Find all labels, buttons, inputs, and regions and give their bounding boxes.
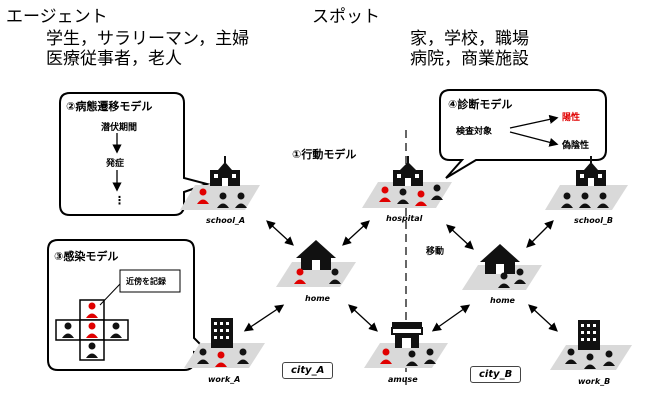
amuse-icon xyxy=(391,322,423,348)
spot-label-amuse: amuse xyxy=(388,375,418,384)
disease-model-title: ②病態遷移モデル xyxy=(66,100,153,113)
hospital-icon xyxy=(393,156,423,186)
spots-line1: 家，学校，職場 xyxy=(410,29,529,49)
grid-people xyxy=(62,302,122,358)
spot-people xyxy=(197,184,615,369)
school-a-icon xyxy=(210,156,240,186)
agents-line2: 医療従事者，老人 xyxy=(46,49,182,69)
city-a-box: city_A xyxy=(282,362,334,379)
work-b-icon xyxy=(578,320,600,350)
spots-title: スポット xyxy=(312,7,380,27)
spot-label-home-b: home xyxy=(490,296,515,305)
work-a-icon xyxy=(211,318,233,348)
latent-label: 潜伏期間 xyxy=(101,123,138,133)
spots-line2: 病院，商業施設 xyxy=(410,49,529,69)
agents-line1: 学生，サラリーマン，主婦 xyxy=(46,29,250,49)
school-b-icon xyxy=(576,156,606,186)
false-negative-label: 偽陰性 xyxy=(562,141,590,151)
behavior-model-label: ①行動モデル xyxy=(292,148,357,161)
home-a-icon xyxy=(296,240,336,270)
ellipsis-label: ⋮ xyxy=(114,194,125,207)
spot-label-school-b: school_B xyxy=(574,216,614,225)
diagnosis-model-title: ④診断モデル xyxy=(448,98,513,111)
movement-arrows xyxy=(243,220,558,332)
infection-model-title: ③感染モデル xyxy=(54,250,119,263)
spot-label-school-a: school_A xyxy=(206,216,246,225)
spot-label-work-a: work_A xyxy=(208,375,241,384)
spot-label-hospital: hospital xyxy=(386,214,423,223)
negative-arrow xyxy=(509,131,559,147)
spot-label-home-a: home xyxy=(305,294,330,303)
record-label: 近傍を記録 xyxy=(126,277,166,286)
agents-title: エージェント xyxy=(6,7,108,27)
record-pointer xyxy=(99,283,121,306)
diagnosis-model-bubble xyxy=(439,89,607,179)
infection-grid xyxy=(55,299,129,361)
city-b-box: city_B xyxy=(470,366,522,383)
move-label: 移動 xyxy=(426,247,445,257)
positive-label: 陽性 xyxy=(562,113,581,123)
record-box xyxy=(119,269,181,293)
spot-label-work-b: work_B xyxy=(578,377,611,386)
home-b-icon xyxy=(480,244,520,274)
positive-arrow xyxy=(509,114,559,129)
test-target-label: 検査対象 xyxy=(456,127,493,137)
disease-model-bubble xyxy=(59,92,211,216)
onset-label: 発症 xyxy=(106,159,125,169)
